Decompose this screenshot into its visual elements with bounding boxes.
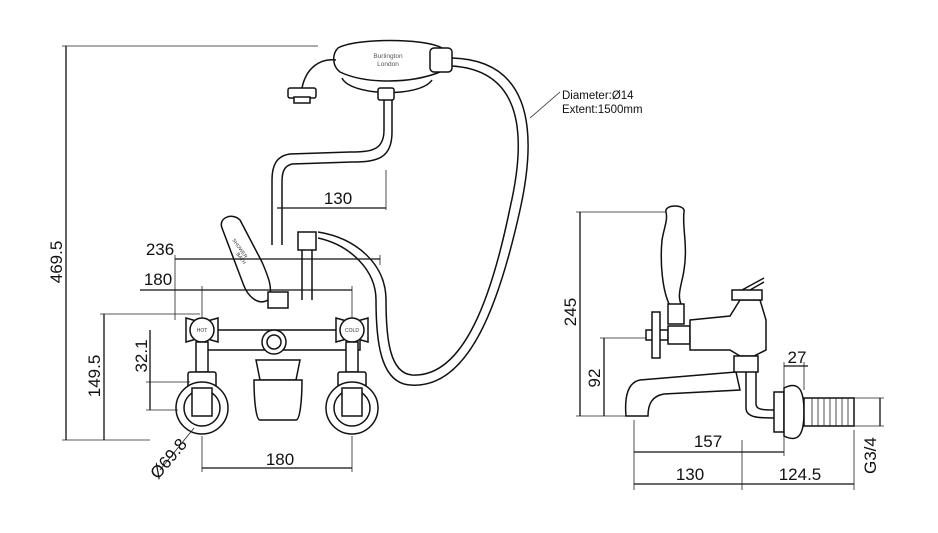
dimension-label-149-5: 149.5 <box>85 355 104 398</box>
side-body <box>624 277 775 419</box>
hot-label: HOT <box>197 328 208 334</box>
hose-extent-label: Extent:1500mm <box>562 104 643 116</box>
dimension-width-180-top: 180 <box>140 270 353 318</box>
dimension-side-height-245: 245 <box>561 211 668 417</box>
side-wall-fixing <box>773 384 855 440</box>
dimension-hose-offset: 130 <box>277 170 387 210</box>
mixer-body <box>199 329 361 421</box>
dimension-label-180-top: 180 <box>144 270 172 289</box>
hose-diameter-label: Diameter:Ø14 <box>562 90 634 102</box>
dimension-side-27: 27 <box>783 348 808 390</box>
cold-label: COLD <box>345 328 359 334</box>
hot-tap: HOT <box>175 317 229 435</box>
handset-cradle <box>271 77 433 245</box>
dimension-label-thread: G3/4 <box>861 437 880 474</box>
dimension-plate-diameter: Ø69.8 <box>147 427 195 483</box>
shower-hose-inner <box>317 65 520 376</box>
dimension-label-469-5: 469.5 <box>47 241 66 284</box>
dimension-label-32-1: 32.1 <box>132 339 151 372</box>
shower-hose <box>317 57 529 386</box>
handset-brand-city: London <box>377 61 399 68</box>
dimension-label-180-bottom: 180 <box>266 450 294 469</box>
dimension-height-32-1: 32.1 <box>132 330 190 411</box>
dimension-width-236: 236 <box>146 240 381 320</box>
dimension-label-124-5: 124.5 <box>779 465 822 484</box>
dimension-label-245: 245 <box>561 298 580 326</box>
dimension-side-157: 157 <box>633 420 785 490</box>
dimension-label-157: 157 <box>694 432 722 451</box>
dimension-label-92: 92 <box>585 369 604 388</box>
front-view: 469.5 Diameter:Ø14 Extent:1500mm Burling… <box>47 39 643 483</box>
dimension-label-130-side: 130 <box>676 465 704 484</box>
dimension-side-130-124-5: 130 124.5 <box>634 430 855 490</box>
dimension-label-130-top: 130 <box>324 189 352 208</box>
diverter-lever: SHOWER BATH <box>220 215 289 309</box>
dimension-label-27: 27 <box>788 348 807 367</box>
shower-handset: Burlington London <box>287 39 453 104</box>
dimension-label-236: 236 <box>146 240 174 259</box>
hose-note: Diameter:Ø14 Extent:1500mm <box>529 90 643 119</box>
dimension-side-height-92: 92 <box>585 337 650 416</box>
shower-outlet <box>297 231 317 251</box>
handset-brand-name: Burlington <box>373 53 403 60</box>
dimension-label-diameter: Ø69.8 <box>147 435 191 483</box>
side-spout <box>624 371 741 417</box>
shower-riser <box>301 250 313 300</box>
side-diverter-lever <box>660 205 687 307</box>
dimension-centres-180: 180 <box>201 436 353 472</box>
side-view: 245 92 <box>561 205 884 490</box>
dimension-thread: G3/4 <box>854 397 884 474</box>
side-cross-handle <box>645 311 691 359</box>
side-lever-base <box>667 303 685 325</box>
cold-tap: COLD <box>325 317 379 435</box>
dimension-height-149-5: 149.5 <box>85 313 200 440</box>
dimension-overall-height: 469.5 <box>47 45 318 441</box>
